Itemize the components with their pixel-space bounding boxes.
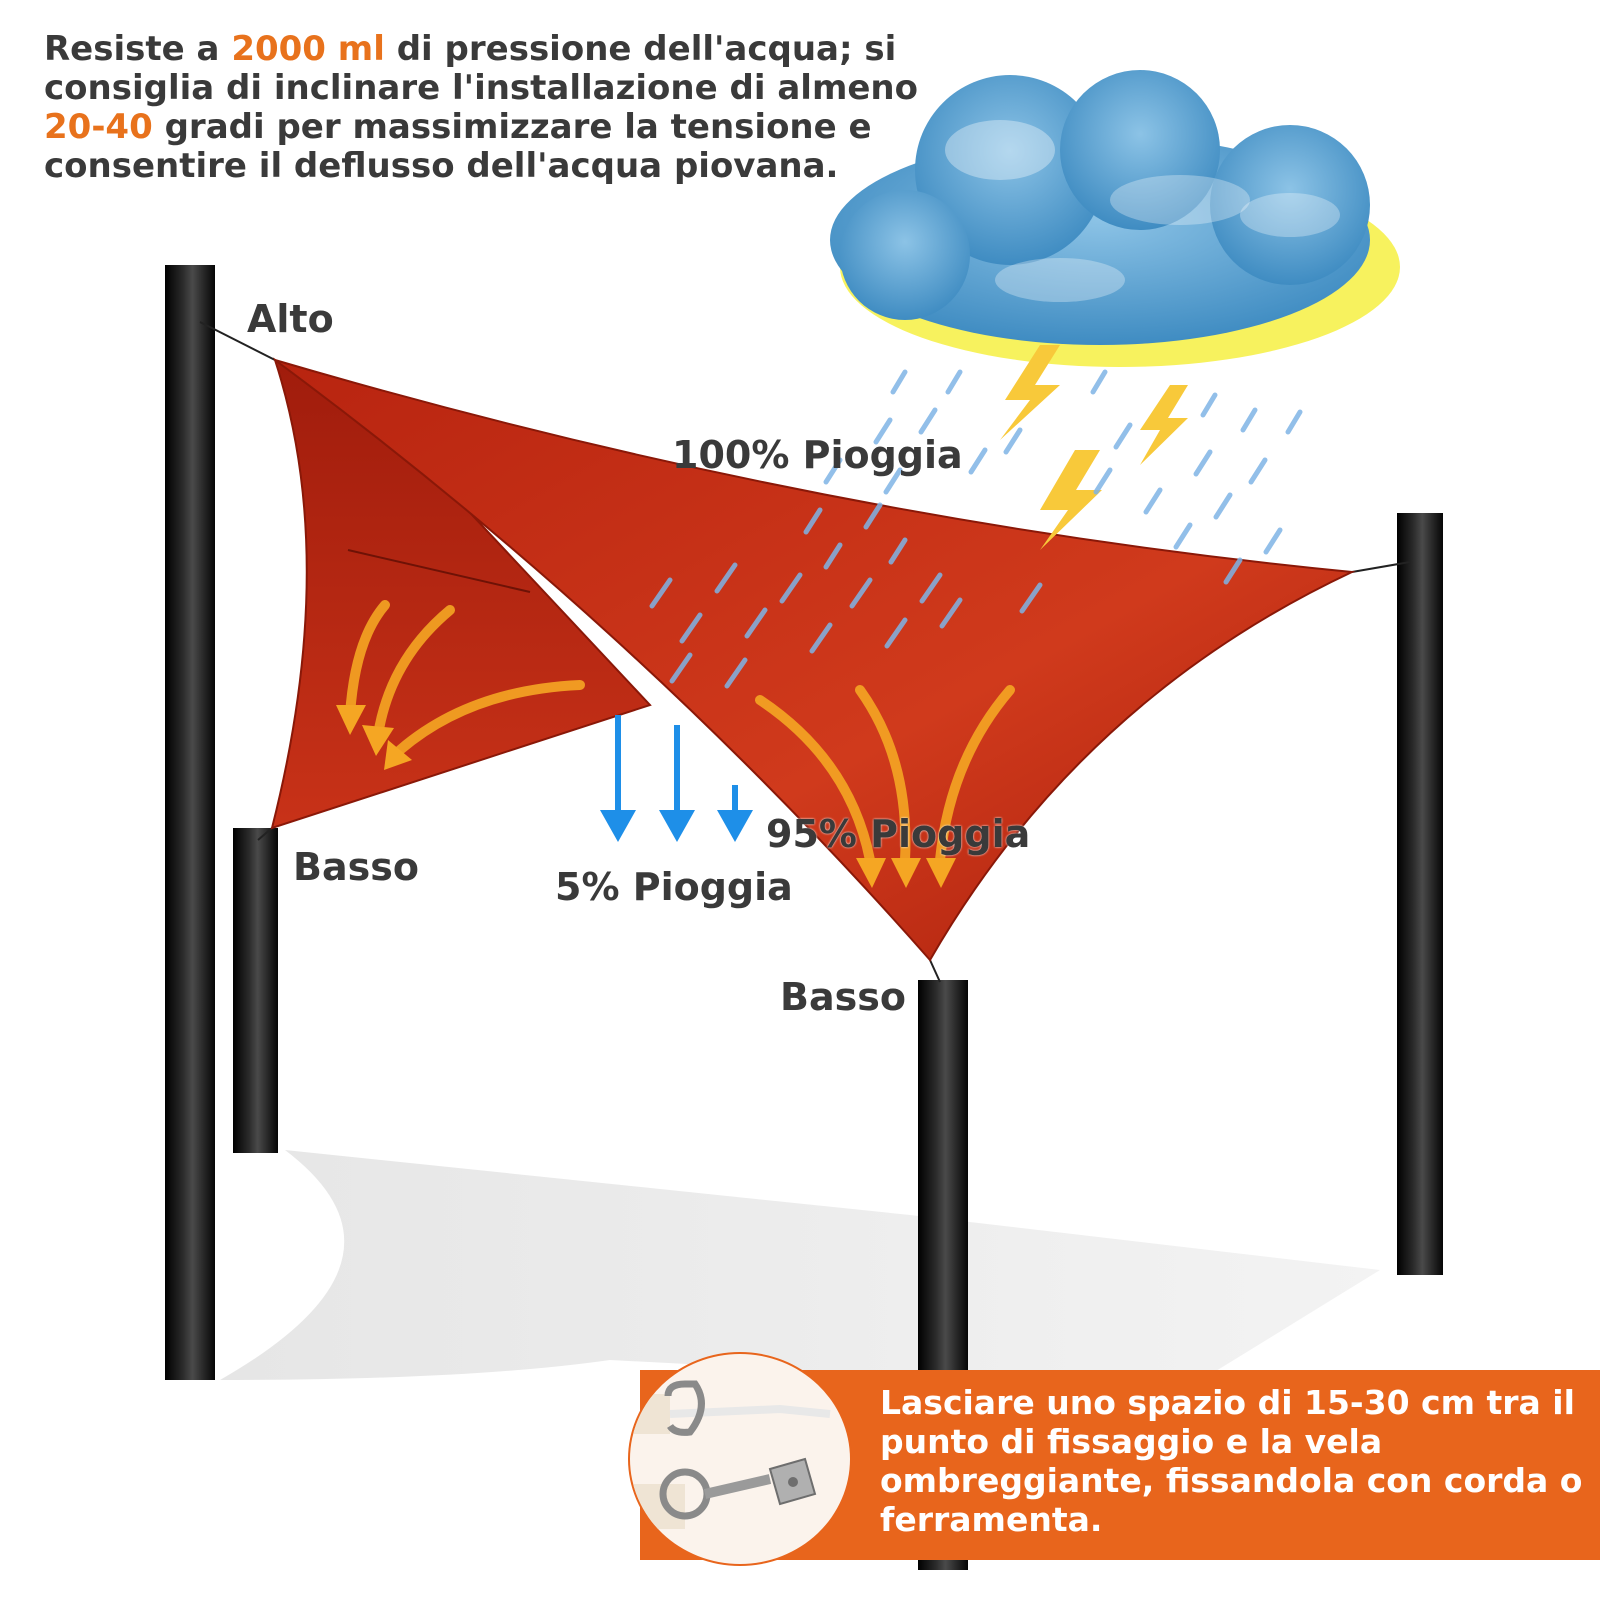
label-alto: Alto <box>247 297 334 341</box>
label-basso-front: Basso <box>780 975 906 1019</box>
flow-arrows-left <box>345 600 585 755</box>
cable-right <box>1351 561 1411 573</box>
label-rain-100: 100% Pioggia <box>672 433 963 477</box>
pole-tall-left <box>165 265 215 1380</box>
flow-arrowheads-front <box>856 858 956 888</box>
sail-back-panel <box>270 357 652 830</box>
cable-front <box>929 959 941 983</box>
down-arrowheads <box>600 810 753 842</box>
label-rain-5: 5% Pioggia <box>555 865 793 909</box>
snap-hook-icon <box>659 1457 817 1520</box>
highlight-pressure: 2000 ml <box>231 29 385 69</box>
heading-text: Resiste a 2000 ml di pressione dell'acqu… <box>44 29 918 186</box>
cable-basso-left <box>257 827 273 841</box>
label-basso-left: Basso <box>293 845 419 889</box>
cable-alto <box>199 321 276 361</box>
pole-right <box>1397 513 1443 1275</box>
down-arrow-icon <box>615 715 738 812</box>
lightning-icon <box>1000 345 1188 550</box>
sail-front-panel <box>274 359 1356 962</box>
d-ring-icon <box>664 1380 705 1436</box>
pole-short-left <box>233 828 278 1153</box>
cloud-icon <box>830 70 1400 367</box>
flow-arrows-front <box>755 685 1015 865</box>
sail-seam <box>347 549 531 593</box>
ground-shadow <box>220 1150 1380 1390</box>
hardware-illustration <box>628 1352 852 1566</box>
label-rain-95: 95% Pioggia <box>766 812 1031 856</box>
banner-text: Lasciare uno spazio di 15-30 cm tra il p… <box>880 1383 1583 1539</box>
highlight-angle: 20-40 <box>44 107 153 147</box>
flow-arrowheads-left <box>336 705 412 770</box>
rain-drop-icon <box>649 369 1303 689</box>
